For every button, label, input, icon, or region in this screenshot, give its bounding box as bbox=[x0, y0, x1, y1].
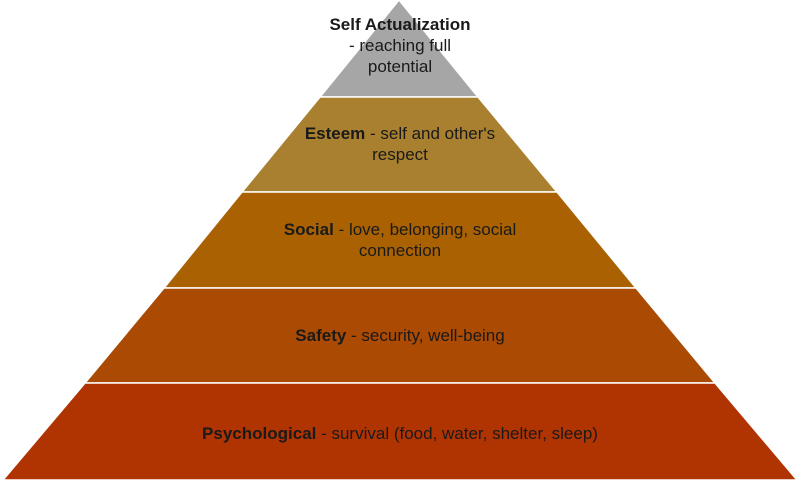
tier-title: Psychological bbox=[202, 424, 317, 443]
tier-description: - love, belonging, social connection bbox=[333, 220, 517, 260]
tier-description: - reaching full potential bbox=[348, 36, 452, 76]
tier-title: Safety bbox=[295, 326, 347, 345]
tier-title: Social bbox=[283, 220, 334, 239]
tier-description: - security, well-being bbox=[346, 326, 505, 345]
tier-label-safety: Safety - security, well-being bbox=[0, 325, 800, 346]
tier-label-psychological: Psychological - survival (food, water, s… bbox=[0, 423, 800, 444]
tier-label-social: Social - love, belonging, social connect… bbox=[0, 219, 800, 261]
tier-shape-psychological bbox=[2, 382, 798, 480]
tier-title: Self Actualization bbox=[329, 15, 471, 34]
tier-label-self-actualization: Self Actualization - reaching full potent… bbox=[0, 14, 800, 77]
tier-description: - self and other's respect bbox=[365, 124, 496, 164]
tier-label-esteem: Esteem - self and other's respect bbox=[0, 123, 800, 165]
tier-title: Esteem bbox=[304, 124, 366, 143]
tier-description: - survival (food, water, shelter, sleep) bbox=[316, 424, 598, 443]
